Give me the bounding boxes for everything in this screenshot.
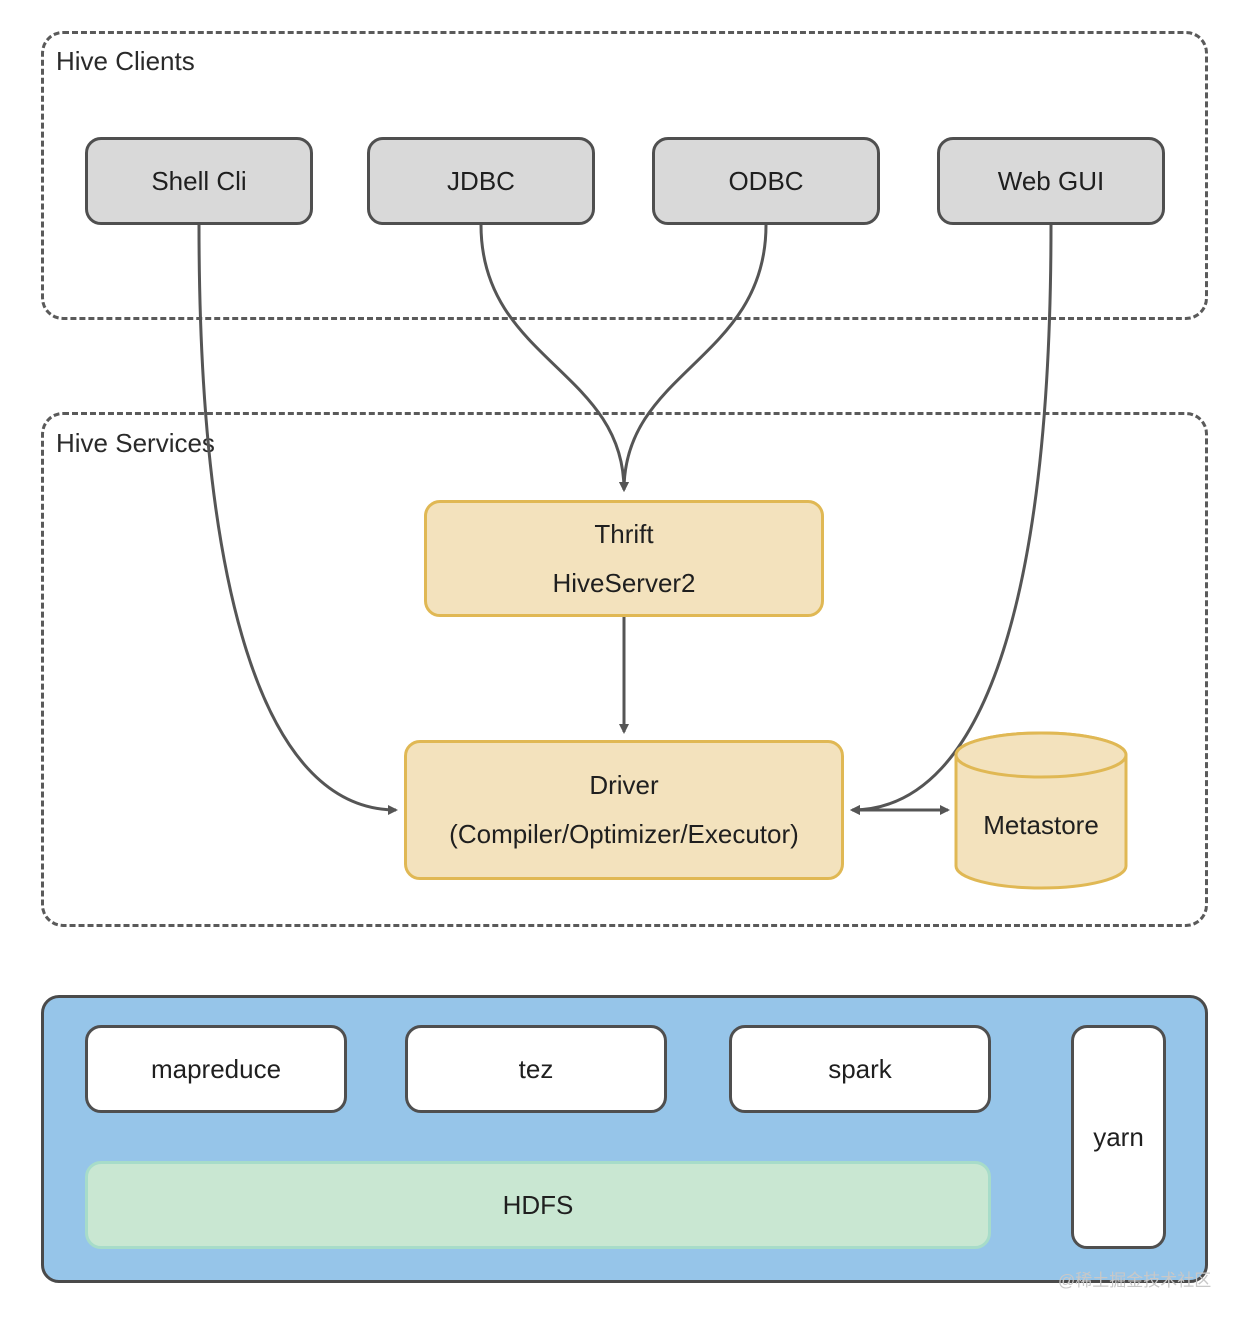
- driver-components-label: (Compiler/Optimizer/Executor): [449, 819, 799, 849]
- hive-clients-group: [41, 31, 1208, 320]
- engine-spark[interactable]: spark: [729, 1025, 991, 1113]
- driver-node[interactable]: Driver (Compiler/Optimizer/Executor): [404, 740, 844, 880]
- edge-jdbc-to-thrift: [479, 224, 629, 492]
- metastore-cylinder[interactable]: [954, 731, 1128, 890]
- hive-services-group: [41, 412, 1208, 927]
- yarn-scheduler[interactable]: yarn: [1071, 1025, 1166, 1249]
- client-web-gui[interactable]: Web GUI: [937, 137, 1165, 225]
- edge-shell-cli-to-driver: [197, 224, 398, 815]
- client-jdbc[interactable]: JDBC: [367, 137, 595, 225]
- driver-label: Driver: [589, 770, 659, 800]
- hive-clients-label: Hive Clients: [56, 46, 195, 76]
- thrift-label: Thrift: [594, 518, 654, 549]
- edge-web-gui-to-driver: [850, 224, 1053, 815]
- metastore-label: Metastore: [983, 810, 1099, 840]
- engine-mapreduce[interactable]: mapreduce: [85, 1025, 347, 1113]
- engine-tez[interactable]: tez: [405, 1025, 667, 1113]
- hdfs-storage[interactable]: HDFS: [85, 1161, 991, 1249]
- edge-odbc-to-thrift: [619, 224, 768, 492]
- client-shell-cli[interactable]: Shell Cli: [85, 137, 313, 225]
- watermark: @稀土掘金技术社区: [1058, 1271, 1212, 1290]
- client-odbc[interactable]: ODBC: [652, 137, 880, 225]
- hiveserver2-label: HiveServer2: [552, 567, 696, 598]
- thrift-hiveserver2-node[interactable]: Thrift HiveServer2: [424, 500, 824, 617]
- hive-services-label: Hive Services: [56, 428, 215, 458]
